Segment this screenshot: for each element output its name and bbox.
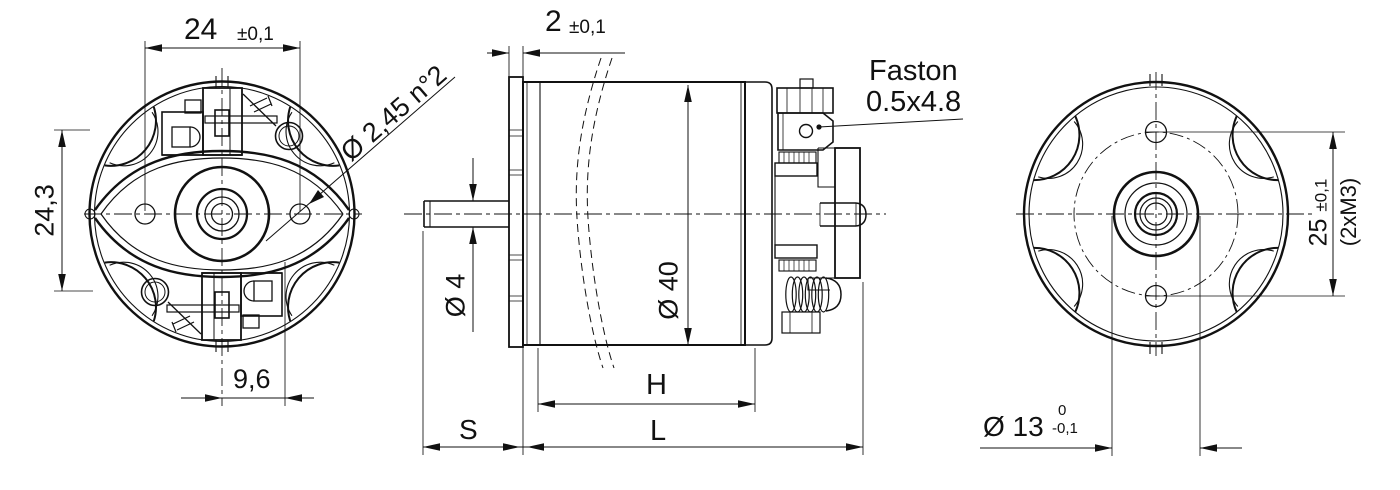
faston-terminal [774,78,834,177]
side-view [404,46,964,455]
dim-s-l [422,231,864,455]
dim-25-value: 25 [1304,218,1333,247]
dim-s-label: S [459,414,478,445]
dim-2-tol-label: ±0,1 [569,17,606,38]
brush-endbell [745,81,776,346]
dim-13 [980,216,1242,456]
dim-24-tol-label: ±0,1 [237,24,274,45]
rear-shaft-stub [819,202,867,227]
dim-l-label: L [650,415,667,447]
dim-2 [487,46,625,82]
dim-25-label: 25 ±0,1 [1304,148,1333,278]
shaft-dia-label: Ø 4 [440,273,471,318]
rim-seam-ticks [215,76,229,352]
dim-25 [1145,131,1345,297]
faston-leader [816,118,964,130]
rear-bracket [807,147,861,291]
dim-h-label: H [646,369,667,401]
dim-13-label: Ø 13 [983,411,1044,442]
pole-opening-arcs [94,149,350,279]
rim-notch-left [84,208,96,220]
dim-9-6 [181,262,314,406]
faston-name-label: Faston [869,55,958,87]
screw-spec-label: (2xM3) [1336,177,1361,247]
rear-view [980,72,1345,456]
dim-24-3 [54,129,93,292]
dim-2-label: 2 [545,5,562,38]
dim-24-label: 24 [184,13,218,46]
body-dia-label: Ø 40 [653,261,684,320]
break-lines [575,57,615,369]
dim-24-3-label: 24,3 [29,184,60,237]
dim-13-tol-upper: 0 [1058,402,1067,419]
dim-24 [144,41,301,211]
motor-body [522,81,746,346]
dim-9-6-label: 9,6 [233,364,271,394]
dim-body-dia [684,85,692,345]
dim-shaft-dia [469,158,477,332]
rear-boss-circles [1112,170,1200,258]
brush-spring [774,244,842,334]
dim-13-tol-lower: -0,1 [1052,420,1078,437]
front-view [54,41,456,406]
hole-callout-leader [265,76,456,242]
front-flange [508,76,524,348]
dim-25-tol: ±0,1 [1311,178,1331,212]
brush-assembly-upper [161,87,304,156]
dim-h [537,348,756,412]
rim-seam-ticks [1149,74,1163,354]
motor-shaft [423,200,509,228]
faston-size-label: 0.5x4.8 [866,86,962,118]
rim-notch-right [348,208,360,220]
front-hub-circles [173,165,271,263]
brush-assembly-lower [140,272,283,341]
